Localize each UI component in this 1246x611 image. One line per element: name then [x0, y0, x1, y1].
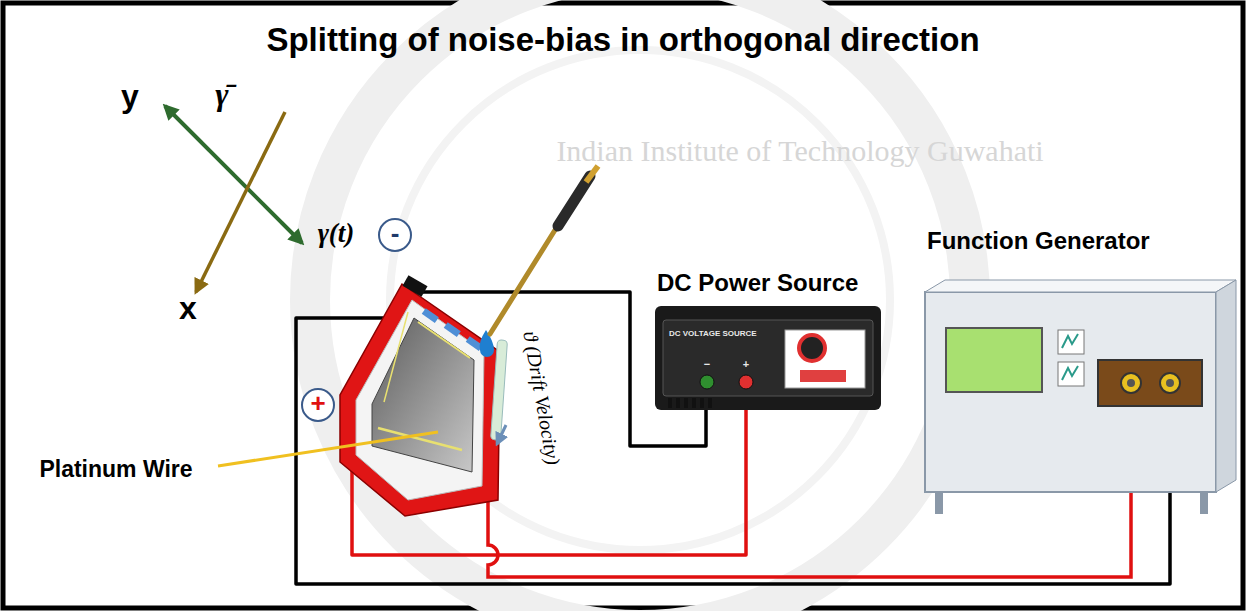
vent-slot [708, 398, 712, 408]
electrolyte [372, 318, 474, 472]
instrument-heading: Function Generator [927, 228, 1150, 254]
vent-slot [684, 398, 688, 408]
control-panel [785, 330, 865, 388]
vent-slot [668, 398, 672, 408]
electrode-pad [444, 322, 461, 337]
electrode-pad [422, 308, 439, 323]
generator-foot [1200, 492, 1208, 514]
output-jack-hole [1166, 379, 1174, 387]
vent-slot [700, 398, 704, 408]
terminal-sign: + [743, 358, 749, 370]
panel-text: DC VOLTAGE SOURCE [669, 330, 757, 339]
pipette-handle [558, 176, 590, 226]
output-panel [1098, 360, 1202, 406]
sign-text: + [310, 389, 325, 418]
axis-arrow [165, 106, 302, 243]
wave-button [1058, 362, 1084, 386]
axis-label: y [121, 79, 139, 114]
watermark: Indian Institute of Technology Guwahati [556, 134, 1043, 167]
electrode-sign: + [301, 388, 335, 422]
axis-arrow [196, 112, 285, 292]
title: Splitting of noise-bias in orthogonal di… [0, 22, 1246, 58]
electrode-clip [402, 275, 427, 296]
generator-case [925, 292, 1216, 492]
instrument-heading: DC Power Source [657, 270, 858, 296]
pipette-plunger [586, 166, 598, 182]
display [800, 370, 846, 382]
generator-screen [946, 328, 1042, 392]
generator-foot [935, 492, 943, 514]
electrode-sign: - [378, 218, 412, 252]
output-jack [1160, 373, 1180, 393]
axis-label: γ(t) [318, 219, 355, 249]
frame [3, 3, 1243, 608]
positive-terminal [739, 375, 753, 389]
output-jack-hole [1127, 379, 1135, 387]
sign-text: - [391, 219, 400, 248]
wave-icon [1062, 334, 1078, 348]
instrument: Function Generator [925, 228, 1217, 492]
cell-body [340, 284, 500, 516]
wave-button [1058, 330, 1084, 354]
wave-icon [1062, 366, 1078, 380]
leader-line [218, 432, 438, 466]
watermark-ring [310, 0, 970, 611]
axis-label: γ̄ [215, 77, 228, 112]
negative-terminal [700, 375, 714, 389]
instrument: DC Power Source DC VOLTAGE SOURCE [655, 270, 881, 410]
velocity-label: ϑ (Drift Velocity) [519, 329, 564, 466]
drift-arrow [497, 425, 506, 444]
knob [799, 335, 825, 361]
vent-slot [676, 398, 680, 408]
glass-wall [356, 300, 484, 500]
terminal-sign: − [704, 358, 710, 370]
part-label: Platinum Wire [39, 457, 192, 482]
platinum-wire [384, 312, 408, 402]
generator-top [925, 280, 1236, 292]
axis-label: x [179, 291, 197, 326]
platinum-wire [418, 322, 470, 358]
dc-source-case [655, 306, 881, 410]
vent-slot [692, 398, 696, 408]
generator-side [1216, 280, 1236, 492]
output-jack [1121, 373, 1141, 393]
dc-source-panel [663, 320, 873, 396]
